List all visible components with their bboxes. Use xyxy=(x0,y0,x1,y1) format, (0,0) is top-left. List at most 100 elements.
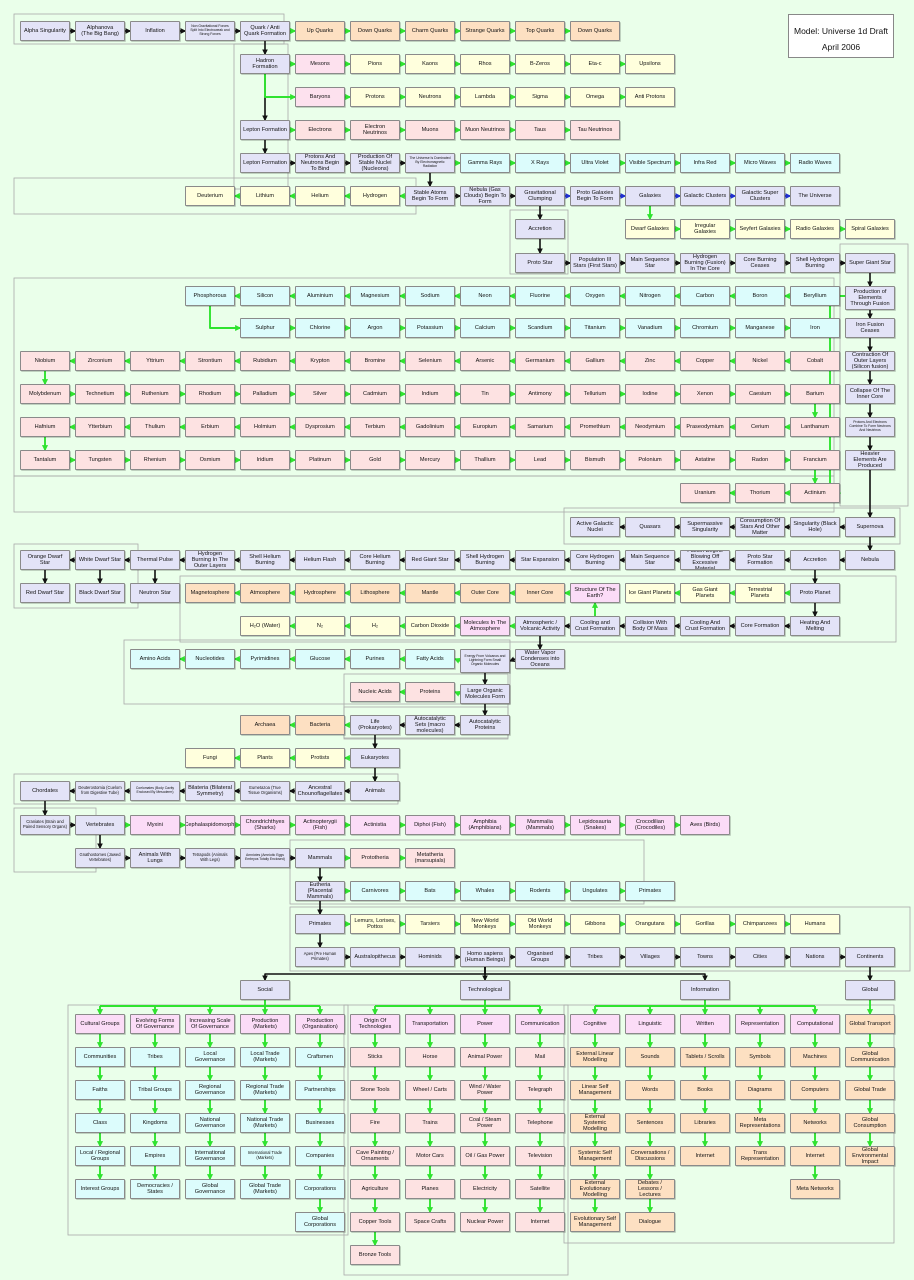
node-cave-painting: Cave Painting / Ornaments xyxy=(350,1146,400,1166)
node-networks: Networks xyxy=(790,1113,840,1133)
node-cool-crust1: Cooling and Crust Formation xyxy=(570,616,620,636)
node-selenium: Selenium xyxy=(405,351,455,371)
node-tau-neut: Tau Neutrinos xyxy=(570,120,620,140)
node-ow-monkeys: Old World Monkeys xyxy=(515,914,565,934)
node-crocodilian: Crocodilian (Crocodiles) xyxy=(625,815,675,835)
node-hominids: Hominids xyxy=(405,947,455,967)
node-boron: Boron xyxy=(735,286,785,306)
node-wind-water: Wind / Water Power xyxy=(460,1080,510,1100)
node-evo-self: Evolutionary Self Management xyxy=(570,1212,620,1232)
node-water-vapor: Water Vapor Condenses into Oceans xyxy=(515,649,565,669)
node-tellurium: Tellurium xyxy=(570,384,620,404)
node-global-consumption: Global Consumption xyxy=(845,1113,895,1133)
node-erbium: Erbium xyxy=(185,417,235,437)
node-mercury: Mercury xyxy=(405,450,455,470)
node-sulphur: Sulphur xyxy=(240,318,290,338)
node-global-trade-right: Global Trade xyxy=(845,1080,895,1100)
node-red-dwarf: Red Dwarf Star xyxy=(20,583,70,603)
node-inner-core: Inner Core xyxy=(515,583,565,603)
node-australo: Australopithecus xyxy=(350,947,400,967)
node-global-env: Global Environmental Impact xyxy=(845,1146,895,1166)
node-nuclear-power: Nuclear Power xyxy=(460,1212,510,1232)
node-dwarf-gal: Dwarf Galaxies xyxy=(625,219,675,239)
node-words: Words xyxy=(625,1080,675,1100)
node-global-comm: Global Communication xyxy=(845,1047,895,1067)
node-tablets: Tablets / Scrolls xyxy=(680,1047,730,1067)
node-radon: Radon xyxy=(735,450,785,470)
node-taus: Taus xyxy=(515,120,565,140)
node-towns: Towns xyxy=(680,947,730,967)
node-technetium: Technetium xyxy=(75,384,125,404)
node-agn: Active Galactic Nuclei xyxy=(570,517,620,537)
node-aves: Aves (Birds) xyxy=(680,815,730,835)
node-super-giant: Super Giant Star xyxy=(845,253,895,273)
node-democracies: Democracies / States xyxy=(130,1179,180,1199)
node-lepton1: Lepton Formation xyxy=(240,120,290,140)
node-hadron: Hadron Formation xyxy=(240,54,290,74)
node-contraction: Contraction Of Outer Layers (Silicon fus… xyxy=(845,351,895,371)
node-internet-comm: Internet xyxy=(515,1212,565,1232)
node-muon-neut: Muon Neutrinos xyxy=(460,120,510,140)
node-visible: Visible Spectrum xyxy=(625,153,675,173)
node-social: Social xyxy=(240,980,290,1000)
node-information: Information xyxy=(680,980,730,1000)
node-nickel: Nickel xyxy=(735,351,785,371)
node-earth-struct: Structure Of The Earth? xyxy=(570,583,620,603)
section-frame xyxy=(179,575,897,643)
node-vanadium: Vanadium xyxy=(625,318,675,338)
node-heat-melt: Heating And Melting xyxy=(790,616,840,636)
node-palladium: Palladium xyxy=(240,384,290,404)
node-core-form: Core Formation xyxy=(735,616,785,636)
section-frame xyxy=(13,543,139,609)
node-strange-q: Strange Quarks xyxy=(460,21,510,41)
node-singularity: Singularity (Black Hole) xyxy=(790,517,840,537)
node-accretion2: Accretion xyxy=(790,550,840,570)
node-motor-cars: Motor Cars xyxy=(405,1146,455,1166)
node-plants: Plants xyxy=(240,748,290,768)
node-cerium: Cerium xyxy=(735,417,785,437)
node-up-q: Up Quarks xyxy=(295,21,345,41)
node-h2o: H₂O (Water) xyxy=(240,616,290,636)
node-xrays: X Rays xyxy=(515,153,565,173)
section-frame xyxy=(343,1004,569,1276)
node-books: Books xyxy=(680,1080,730,1100)
section-frame xyxy=(839,243,909,507)
node-trains: Trains xyxy=(405,1113,455,1133)
model-title: Model: Universe 1d Draft xyxy=(793,26,888,36)
node-electrons: Electrons xyxy=(295,120,345,140)
node-silicon: Silicon xyxy=(240,286,290,306)
node-germanium: Germanium xyxy=(515,351,565,371)
node-omega: Omega xyxy=(570,87,620,107)
model-title-box: Model: Universe 1d Draft April 2006 xyxy=(788,14,894,58)
node-carbon: Carbon xyxy=(680,286,730,306)
node-proto-star2: Proto Star Formation xyxy=(735,550,785,570)
node-coelomates: Coelomates (Body Cavity Enclosed By Meso… xyxy=(130,781,180,801)
node-shell-helium: Shell Helium Burning xyxy=(240,550,290,570)
node-companies: Companies xyxy=(295,1146,345,1166)
section-frame xyxy=(123,639,511,705)
node-agriculture: Agriculture xyxy=(350,1179,400,1199)
node-ext-systemic: External Systemic Modelling xyxy=(570,1113,620,1133)
node-internet-written: Internet xyxy=(680,1146,730,1166)
node-chordates: Chordates xyxy=(20,781,70,801)
node-molybdenum: Molybdenum xyxy=(20,384,70,404)
node-rhodium: Rhodium xyxy=(185,384,235,404)
node-communication: Communication xyxy=(515,1014,565,1034)
node-conversations: Conversations / Discussions xyxy=(625,1146,675,1166)
node-large-org: Large Organic Molecules Form xyxy=(460,684,510,704)
node-energy-lightning: Energy From Volcanos and Lightning Form … xyxy=(460,649,510,673)
node-lithium: Lithium xyxy=(240,186,290,206)
node-uv: Ultra Violet xyxy=(570,153,620,173)
node-arsenic: Arsenic xyxy=(460,351,510,371)
node-power: Power xyxy=(460,1014,510,1034)
node-scale-gov: Increasing Scale Of Governance xyxy=(185,1014,235,1034)
node-core-cease: Core Burning Ceases xyxy=(735,253,785,273)
node-francium: Francium xyxy=(790,450,840,470)
node-metatheria: Metatheria (marsupials) xyxy=(405,848,455,868)
node-stable-atoms: Stable Atoms Begin To Form xyxy=(405,186,455,206)
node-fatty-acids: Fatty Acids xyxy=(405,649,455,669)
node-helium-flash: Helium Flash xyxy=(295,550,345,570)
section-frame xyxy=(67,1004,349,1236)
node-micro: Micro Waves xyxy=(735,153,785,173)
